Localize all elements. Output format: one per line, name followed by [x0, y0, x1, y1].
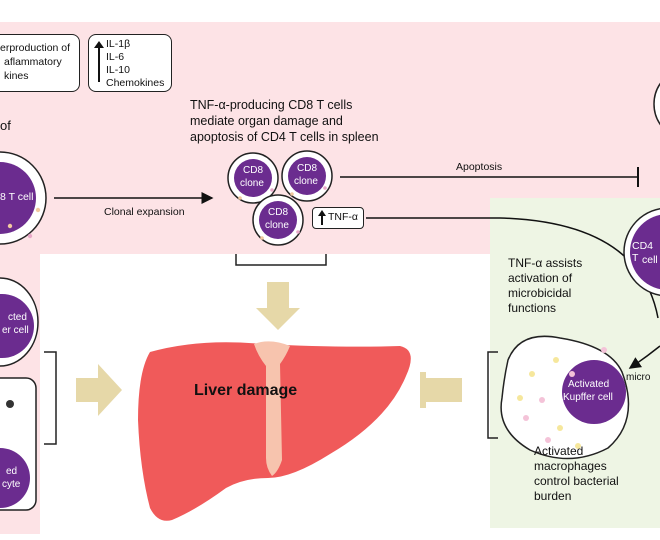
tnf-badge: [312, 207, 364, 229]
activated-kupffer-label-2: Kupffer cell: [563, 392, 613, 403]
activated-kupffer-cell: [500, 335, 630, 460]
left-t-cell: [0, 151, 47, 245]
left-hepatocyte-dot: [6, 400, 14, 408]
left-kupffer-label-2: er cell: [2, 325, 29, 336]
macrophage-line-4: burden: [534, 489, 572, 503]
up-arrow-icon: [94, 41, 104, 82]
liver: [138, 341, 411, 521]
cd8-clone-cell-2: [281, 150, 333, 202]
activated-kupffer-label-1: Activated: [568, 379, 610, 390]
macrophage-line-1: Activated: [534, 444, 584, 458]
tnf-badge-label: TNF-α: [328, 211, 358, 223]
assist-line-1: TNF-α assists: [508, 256, 583, 270]
cytokine-list-2: IL-6: [106, 51, 125, 63]
clone-1-label-top: CD8: [243, 165, 264, 176]
clone-2-label-bottom: clone: [294, 176, 318, 187]
cd8-clone-cell-3: [252, 194, 304, 246]
left-kupffer-label-1: cted: [8, 312, 27, 323]
tnf-header-line-2: mediate organ damage and: [190, 114, 343, 128]
assist-line-3: microbicidal: [508, 286, 572, 300]
assist-line-4: functions: [508, 301, 557, 315]
apoptosis-label: Apoptosis: [456, 161, 503, 173]
left-hepatocyte-label-1: ed: [6, 466, 18, 477]
macrophage-line-3: control bacterial: [534, 474, 619, 488]
left-t-cell-label: 8 T cell: [0, 191, 34, 203]
tnf-header-line-3: apoptosis of CD4 T cells in spleen: [190, 130, 379, 144]
cd8-clone-cell-1: [227, 152, 279, 204]
cytokine-left-line-1: erproduction of: [0, 42, 71, 54]
tnf-up-arrow-icon: [318, 210, 326, 225]
clonal-expansion-label: Clonal expansion: [104, 206, 185, 218]
left-arrow: [76, 364, 122, 416]
cytokine-list-1: IL-1β: [106, 38, 131, 50]
top-right-cell-outline: [653, 82, 660, 126]
left-kupffer-cell: [0, 277, 39, 367]
tnf-line: [366, 217, 659, 319]
left-bracket: [44, 351, 57, 445]
cd4-label-1: CD4 T: [632, 240, 654, 264]
cytokine-list-box: [88, 34, 172, 92]
cytokine-list-3: IL-10: [106, 64, 130, 76]
clone-3-label-top: CD8: [268, 207, 289, 218]
cytokine-left-line-3: kines: [4, 70, 29, 82]
liver-damage-label: Liver damage: [194, 382, 298, 399]
cytokine-left-line-2: aflammatory: [4, 56, 62, 68]
micro-arrow: [628, 345, 660, 369]
clone-1-label-bottom: clone: [240, 178, 264, 189]
left-of-text: of: [0, 118, 11, 133]
tnf-header-line-1: TNF-α-producing CD8 T cells: [190, 98, 353, 112]
cd4-t-cell: [623, 207, 660, 297]
cytokine-text-box: [0, 34, 80, 92]
right-bracket: [487, 351, 498, 439]
clone-2-label-top: CD8: [297, 163, 318, 174]
right-arrow: [420, 372, 462, 408]
cytokine-list-4: Chemokines: [106, 77, 165, 89]
left-hepatocyte-nucleus: [0, 448, 30, 508]
left-hepatocyte-label-2: cyte: [2, 479, 21, 490]
clone-bracket: [235, 254, 327, 266]
assist-line-2: activation of: [508, 271, 573, 285]
macrophage-line-2: macrophages: [534, 459, 607, 473]
micro-label: micro: [626, 372, 651, 383]
cd4-label-2: cell: [642, 254, 658, 266]
clone-3-label-bottom: clone: [265, 220, 289, 231]
down-arrow: [256, 282, 300, 330]
